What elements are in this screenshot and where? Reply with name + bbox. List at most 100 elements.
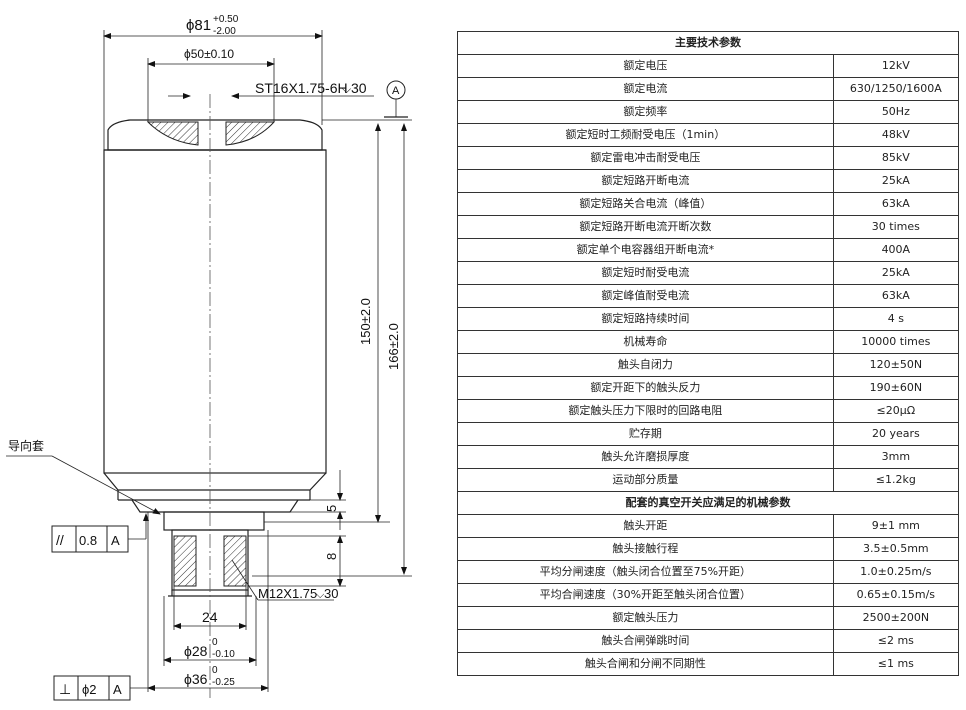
param-name: 额定触头压力 [457, 606, 834, 630]
table-row: 触头合闸弹跳时间≤2 ms [457, 629, 960, 653]
param-name: 触头合闸和分闸不同期性 [457, 652, 834, 676]
bottom-dimensions [147, 512, 269, 692]
param-name: 额定频率 [457, 100, 834, 124]
param-name: 触头允许磨损厚度 [457, 445, 834, 469]
param-name: 平均合闸速度（30%开距至触头闭合位置） [457, 583, 834, 607]
table-row: 额定单个电容器组开断电流*400A [457, 238, 960, 262]
param-name: 触头自闭力 [457, 353, 834, 377]
top-hatch [146, 121, 276, 146]
perp-tol: ϕ2 [82, 682, 97, 697]
param-name: 额定峰值耐受电流 [457, 284, 834, 308]
param-value: 190±60N [832, 376, 960, 400]
dim-36: ϕ36 [184, 671, 208, 687]
param-value: 25kA [832, 261, 960, 285]
bottom-thread-leader [231, 559, 334, 601]
param-value: 25kA [832, 169, 960, 193]
height-dimensions [248, 123, 412, 587]
param-value: 63kA [832, 284, 960, 308]
thread-top-depth: 30 [351, 80, 367, 96]
parallel-tol: 0.8 [79, 533, 97, 548]
dim-36-tol-upper: 0 [212, 665, 218, 676]
table-row: 运动部分质量≤1.2kg [457, 468, 960, 492]
parallel-symbol: // [56, 532, 64, 548]
param-name: 贮存期 [457, 422, 834, 446]
param-name: 额定短时工频耐受电压（1min） [457, 123, 834, 147]
param-value: 12kV [832, 54, 960, 78]
param-name: 平均分闸速度（触头闭合位置至75%开距） [457, 560, 834, 584]
param-value: 9±1 mm [832, 514, 960, 538]
table-row: 额定短路关合电流（峰值）63kA [457, 192, 960, 216]
param-value: 3mm [832, 445, 960, 469]
param-name: 触头合闸弹跳时间 [457, 629, 834, 653]
top-dimensions [103, 30, 412, 150]
param-name: 额定短路持续时间 [457, 307, 834, 331]
param-name: 额定短时耐受电流 [457, 261, 834, 285]
param-name: 额定开距下的触头反力 [457, 376, 834, 400]
dim-36-tol-lower: -0.25 [212, 677, 235, 688]
thread-bottom-depth-icon: ⌵ [316, 589, 325, 601]
interrupter-drawing: ϕ81 +0.50 -2.00 ϕ50±0.10 ST16X1.75-6H ⌵ … [6, 14, 412, 701]
dim-24: 24 [202, 609, 218, 625]
dim-outer-dia: ϕ81 [186, 17, 211, 34]
param-name: 额定雷电冲击耐受电压 [457, 146, 834, 170]
datum-a: A [392, 85, 400, 97]
parallel-ref: A [111, 533, 120, 548]
interrupter-body [103, 119, 327, 597]
dim-height-150: 150±2.0 [358, 298, 373, 345]
param-value: 2500±200N [832, 606, 960, 630]
param-value: 120±50N [832, 353, 960, 377]
section-title: 配套的真空开关应满足的机械参数 [457, 491, 959, 515]
param-name: 额定短路关合电流（峰值） [457, 192, 834, 216]
table-row: 平均分闸速度（触头闭合位置至75%开距）1.0±0.25m/s [457, 560, 960, 584]
table-row: 额定触头压力下限时的回路电阻≤20μΩ [457, 399, 960, 423]
param-value: 4 s [832, 307, 960, 331]
thread-top-depth-icon: ⌵ [342, 82, 351, 96]
param-value: 50Hz [832, 100, 960, 124]
param-name: 触头接触行程 [457, 537, 834, 561]
section-title: 主要技术参数 [457, 31, 959, 55]
param-name: 机械寿命 [457, 330, 834, 354]
param-value: 20 years [832, 422, 960, 446]
param-value: 10000 times [832, 330, 960, 354]
param-value: 630/1250/1600A [832, 77, 960, 101]
perp-ref: A [113, 682, 122, 697]
datum-a-marker: A [384, 80, 408, 118]
param-value: 1.0±0.25m/s [832, 560, 960, 584]
perpendicularity-frame: ⊥ ϕ2 A [53, 675, 148, 701]
param-value: 400A [832, 238, 960, 262]
param-name: 额定短路开断电流 [457, 169, 834, 193]
param-value: 63kA [832, 192, 960, 216]
param-name: 额定电流 [457, 77, 834, 101]
param-value: 30 times [832, 215, 960, 239]
param-value: ≤1.2kg [832, 468, 960, 492]
thread-bottom-depth: 30 [324, 586, 338, 601]
param-name: 额定短路开断电流开断次数 [457, 215, 834, 239]
dim-5: 5 [324, 505, 339, 512]
guide-sleeve-label: 导向套 [8, 438, 44, 453]
dim-8: 8 [324, 553, 339, 560]
dim-28-tol-lower: -0.10 [212, 649, 235, 660]
guide-sleeve-leader [6, 455, 161, 515]
param-value: 85kV [832, 146, 960, 170]
dim-28: ϕ28 [184, 643, 208, 659]
param-value: 3.5±0.5mm [832, 537, 960, 561]
param-name: 触头开距 [457, 514, 834, 538]
thread-top: ST16X1.75-6H [255, 80, 348, 96]
perp-symbol: ⊥ [59, 681, 71, 697]
dim-28-tol-upper: 0 [212, 637, 218, 648]
param-value: ≤2 ms [832, 629, 960, 653]
param-value: ≤1 ms [832, 652, 960, 676]
dim-outer-dia-tol-upper: +0.50 [213, 14, 239, 25]
param-name: 额定触头压力下限时的回路电阻 [457, 399, 834, 423]
parallelism-frame: // 0.8 A [51, 513, 149, 553]
table-row: 平均合闸速度（30%开距至触头闭合位置）0.65±0.15m/s [457, 583, 960, 607]
